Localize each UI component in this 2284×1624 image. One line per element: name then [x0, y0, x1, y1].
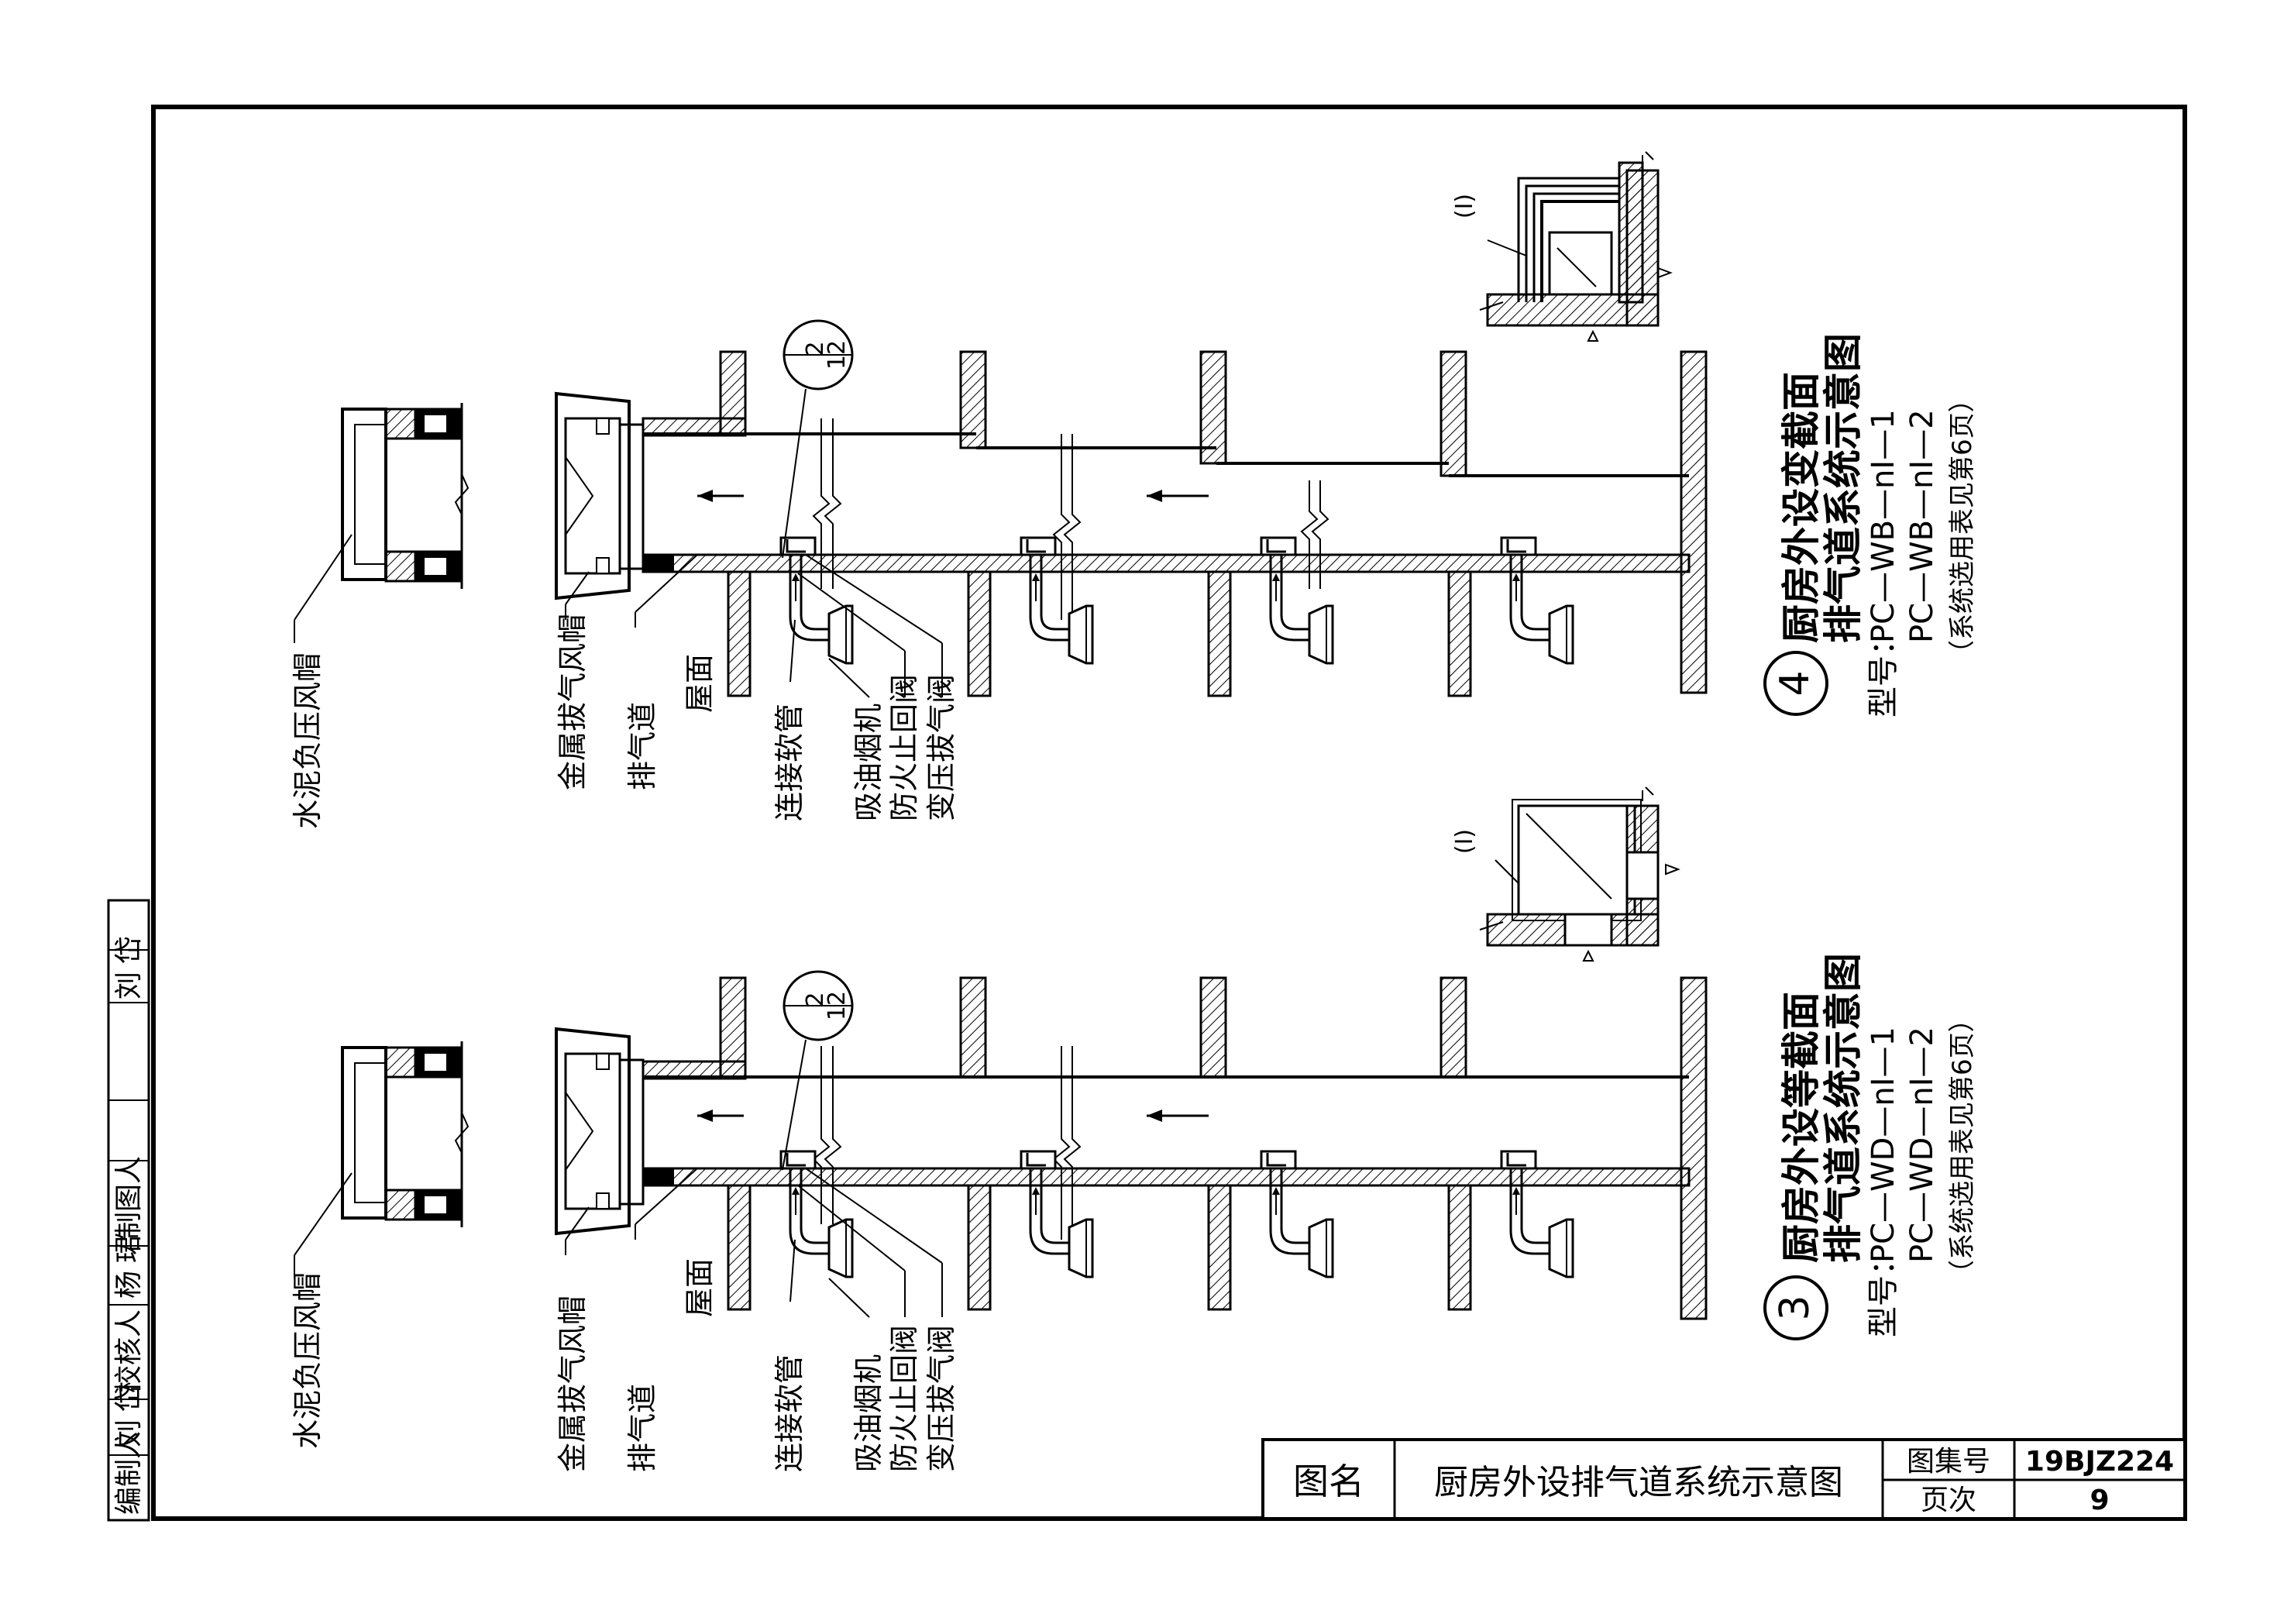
title-block: 图名 厨房外设排气道系统示意图 图集号 19BJZ224 页次 9 — [1261, 1438, 2186, 1520]
label-metal-cap-4: 金属拔气风帽 — [556, 614, 590, 790]
detail-index-top-4: 2 — [802, 341, 829, 356]
diagram-4-model-label: 型号： — [1866, 624, 1901, 717]
diagram-4-title-2: 排气道系统示意图 — [1821, 333, 1866, 643]
label-metal-cap-3: 金属拔气风帽 — [556, 1295, 590, 1472]
diagram-3-model-1: PC—WD—nI—1 — [1866, 1027, 1901, 1263]
label-roof-4: 屋面 — [683, 654, 717, 713]
diagram-4-note: （系统选用表见第6页） — [1947, 386, 1978, 666]
metal-cap-3 — [555, 1027, 645, 1255]
detail-index-top-3: 2 — [802, 992, 829, 1006]
label-hood-3: 吸油烟机 — [851, 1354, 886, 1472]
label-hose-4: 连接软管 — [772, 704, 807, 821]
page-label: 页次 — [1921, 1485, 1976, 1516]
diagram-3-number: 3 — [1772, 1295, 1818, 1320]
diagram-3-number-circle — [1763, 1275, 1828, 1340]
label-exhaust-duct-4: 排气道 — [625, 702, 659, 790]
detail-index-bottom-3: 12 — [824, 991, 851, 1020]
section-mark-3: (I) — [1451, 829, 1478, 854]
drafter-label: 制图人 — [113, 1156, 145, 1240]
detail-index-3: 2 12 — [782, 970, 854, 1171]
sheet-border — [151, 105, 2187, 1521]
atlas-label: 图集号 — [1907, 1446, 1990, 1478]
label-exhaust-duct-3: 排气道 — [625, 1384, 659, 1472]
checker-name: 杨珺 — [113, 1227, 145, 1299]
label-cement-cap-3: 水泥负压风帽 — [291, 1272, 325, 1449]
compiler-label: 编制人 — [113, 1431, 145, 1515]
label-pressure-valve-3: 变压拔气阀 — [924, 1325, 958, 1472]
metal-cap-4 — [555, 391, 645, 620]
section-mark-4: (I) — [1451, 194, 1478, 218]
diagram-3-title: 3 厨房外设等截面 排气道系统示意图 型号： PC—WD—nI—1 PC—WD—… — [1763, 953, 1978, 1340]
diagram-4-model-1: PC—WB—nI—1 — [1866, 409, 1901, 643]
diagram-4-number: 4 — [1772, 670, 1818, 696]
section-detail-3: (I) — [1451, 786, 1680, 962]
diagram-3-title-2: 排气道系统示意图 — [1821, 953, 1866, 1263]
flow-arrows-4 — [697, 490, 1209, 502]
compiler-name: 刘岱 — [113, 1376, 145, 1447]
label-fire-valve-3: 防火止回阀 — [887, 1325, 921, 1472]
diagram-4: 2 12 (I) — [291, 151, 1978, 829]
labels-4: 水泥负压风帽 金属拔气风帽 排气道 屋面 连接软管 吸油烟机 防火止回阀 变压拔… — [291, 614, 958, 829]
diagram-3-note: （系统选用表见第6页） — [1947, 1006, 1978, 1286]
diagram-4-title-1: 厨房外设变截面 — [1779, 372, 1824, 643]
drawing-title: 厨房外设排气道系统示意图 — [1434, 1463, 1843, 1502]
cement-cap-3 — [294, 1041, 470, 1278]
checker-label: 校核人 — [113, 1309, 145, 1393]
signature-strip: 编制人 刘岱 校核人 杨珺 制图人 刘岱 — [107, 899, 150, 1522]
diagram-4-title: 4 厨房外设变截面 排气道系统示意图 型号： PC—WB—nI—1 PC—WB—… — [1763, 333, 1978, 717]
flow-arrows-3 — [697, 1110, 1209, 1122]
diagram-3-model-2: PC—WD—nI—2 — [1904, 1027, 1940, 1263]
drafter-name: 刘岱 — [113, 928, 145, 1000]
diagram-3: 2 12 (I) — [291, 786, 1978, 1472]
cement-cap-4 — [294, 403, 470, 643]
diagram-4-model-2: PC—WB—nI—2 — [1904, 409, 1940, 643]
detail-index-4: 2 12 — [782, 319, 854, 559]
atlas-number: 19BJZ224 — [2025, 1446, 2174, 1478]
section-detail-4: (I) — [1451, 151, 1673, 342]
label-hose-3: 连接软管 — [772, 1354, 807, 1472]
label-hood-4: 吸油烟机 — [851, 704, 886, 821]
labels-3: 水泥负压风帽 金属拔气风帽 排气道 屋面 连接软管 吸油烟机 防火止回阀 变压拔… — [291, 1258, 958, 1472]
diagram-3-title-1: 厨房外设等截面 — [1779, 992, 1824, 1263]
diagram-3-model-label: 型号： — [1866, 1244, 1901, 1337]
page-number: 9 — [2090, 1485, 2109, 1516]
diagram-4-number-circle — [1763, 651, 1828, 716]
label-fire-valve-4: 防火止回阀 — [887, 674, 921, 821]
detail-index-bottom-4: 12 — [824, 340, 851, 370]
label-pressure-valve-4: 变压拔气阀 — [924, 674, 958, 821]
title-name-label: 图名 — [1293, 1461, 1364, 1502]
label-cement-cap-4: 水泥负压风帽 — [291, 652, 325, 829]
label-roof-3: 屋面 — [683, 1258, 717, 1317]
